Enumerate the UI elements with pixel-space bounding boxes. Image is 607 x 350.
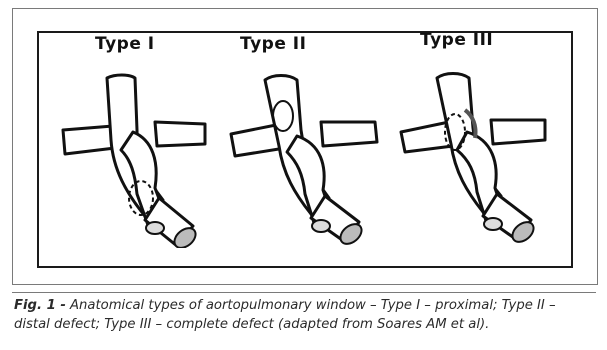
figure-caption: Fig. 1 - Anatomical types of aortopulmon… <box>14 296 592 334</box>
type-3-drawing <box>395 70 565 248</box>
type-1-label: Type I <box>95 34 155 54</box>
caption-text: Anatomical types of aortopulmonary windo… <box>14 298 556 332</box>
type-1-drawing <box>55 70 225 248</box>
caption-prefix: Fig. 1 - <box>14 298 66 313</box>
type-3-label: Type III <box>420 30 493 50</box>
type-2-drawing <box>225 70 395 248</box>
caption-divider <box>12 292 596 293</box>
type-2-label: Type II <box>240 34 306 54</box>
